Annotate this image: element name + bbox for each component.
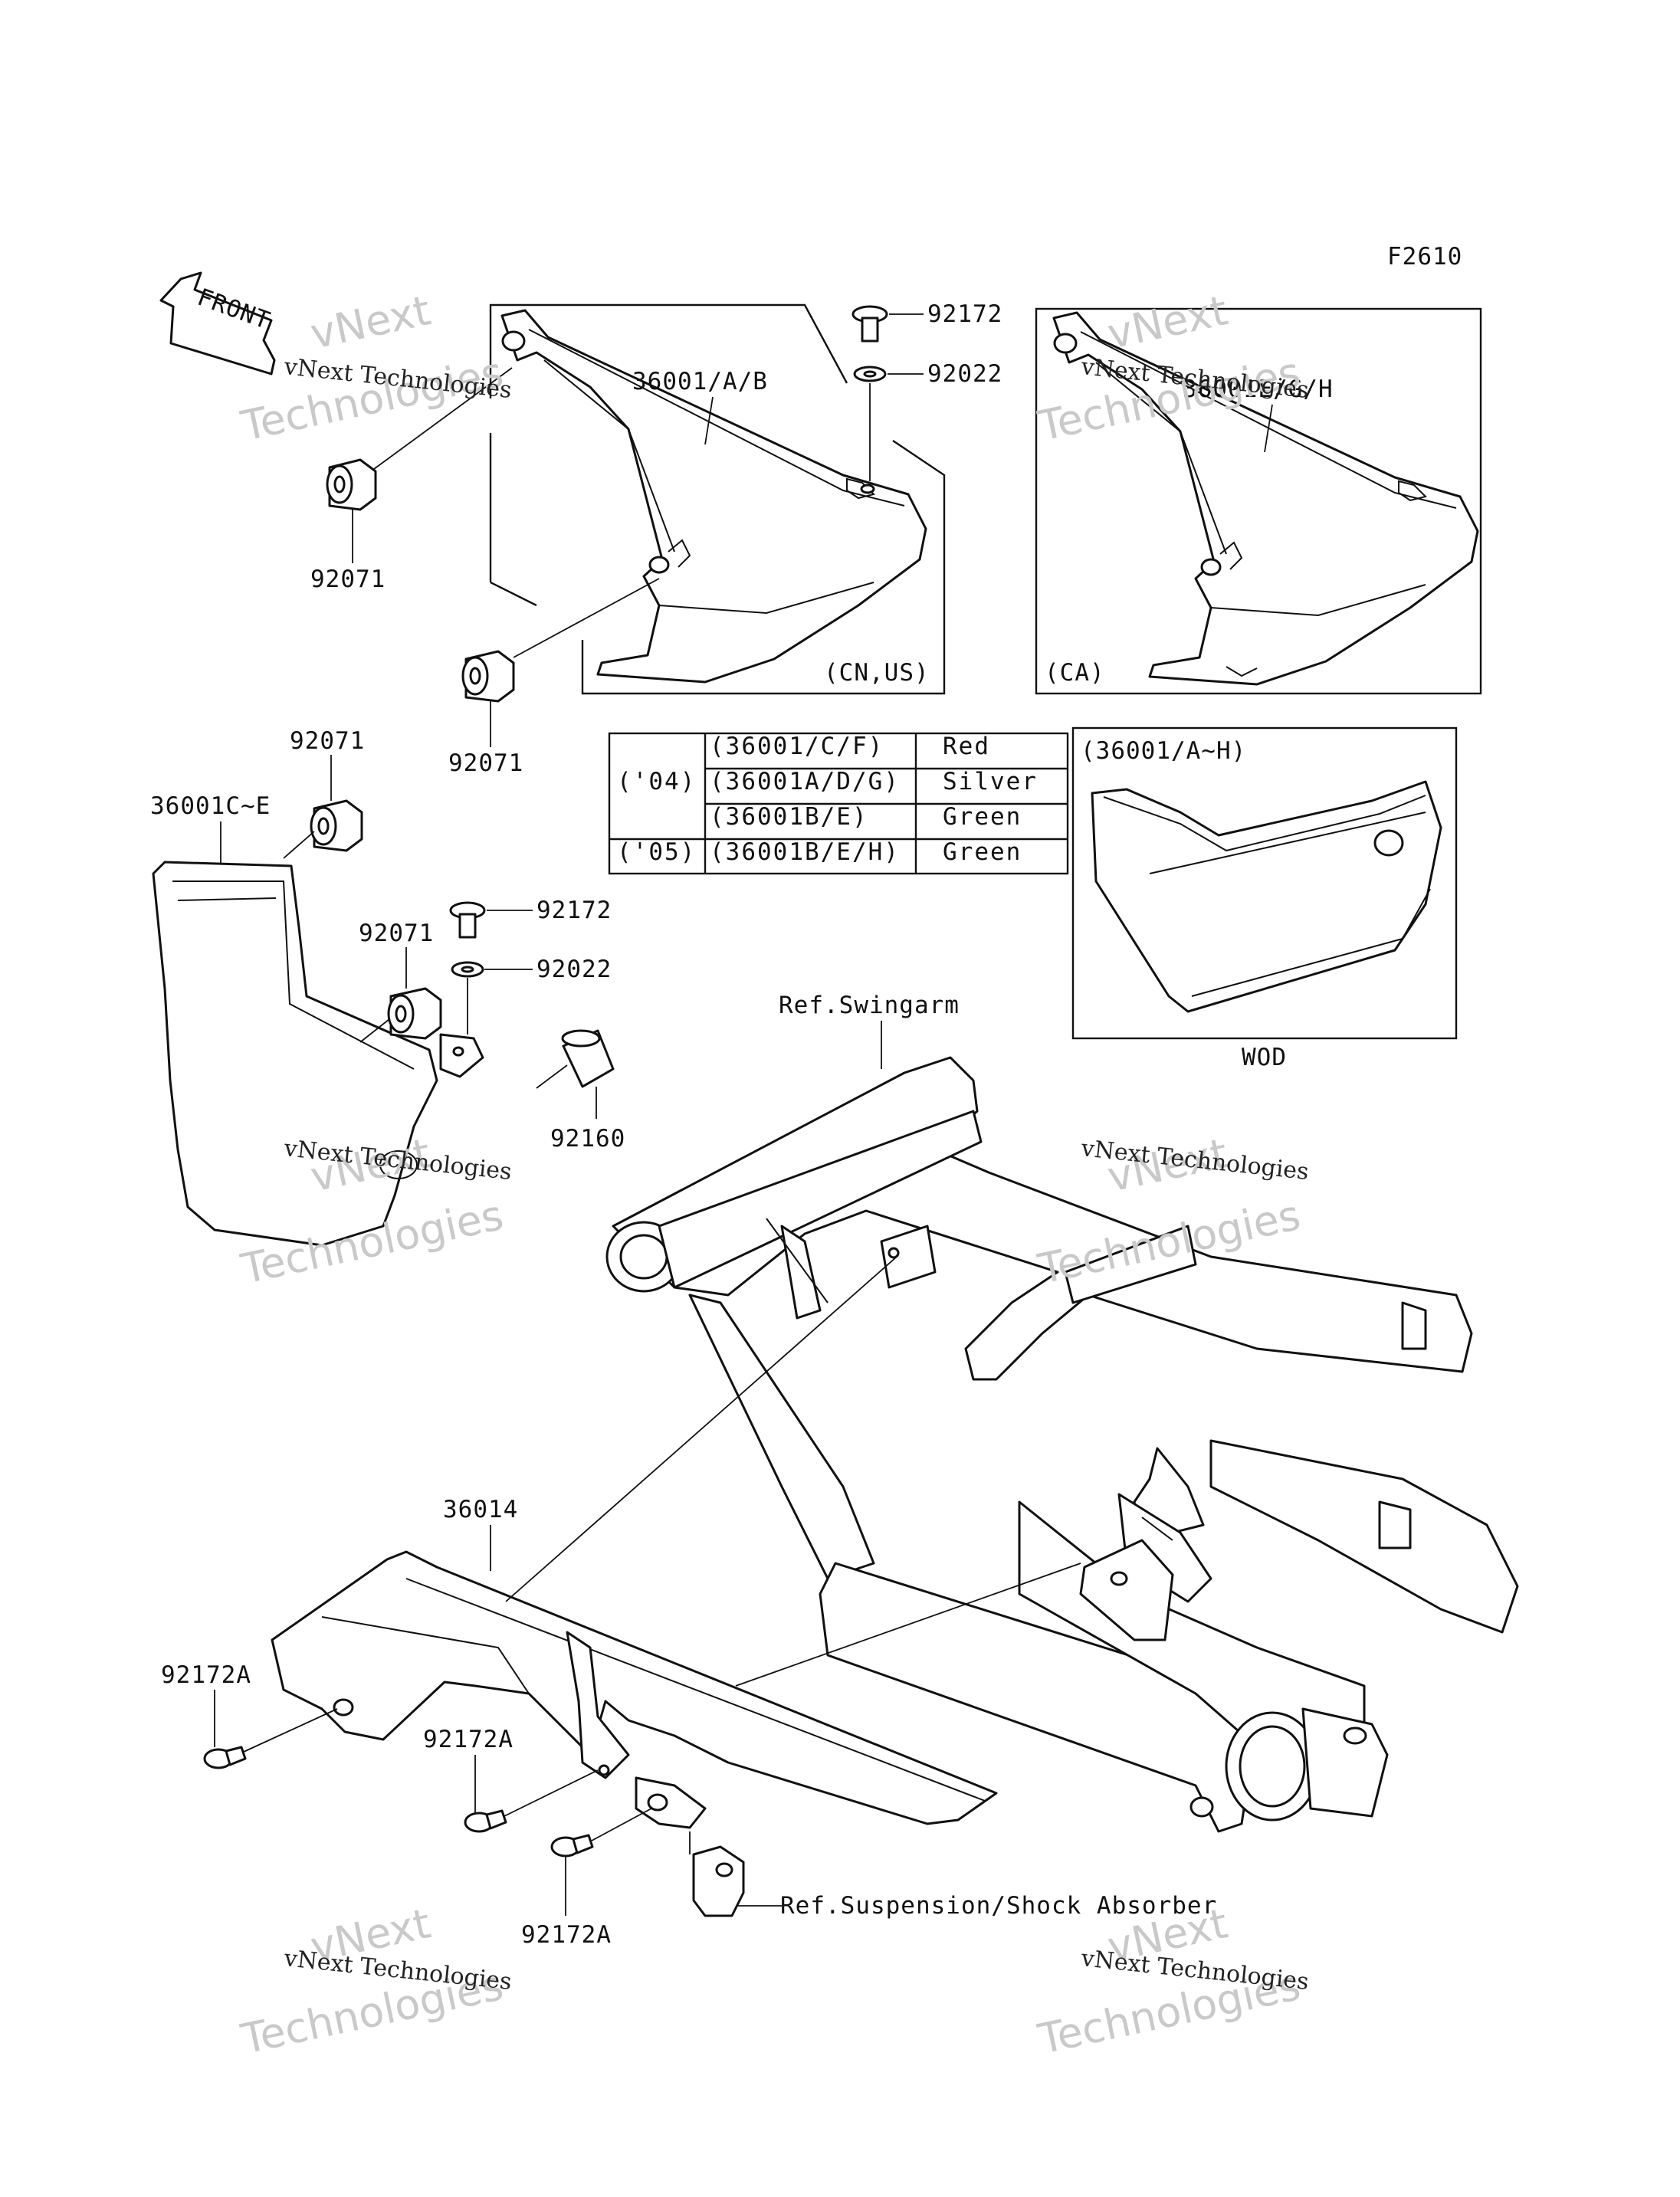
chain-guard [271,1550,998,1829]
watermark-6: vNext Technologies vNext Technologies [1034,1899,1311,2064]
screw-icon [449,901,486,939]
label-92071-mid: 92071 [448,749,523,777]
label-92071-left-lower: 92071 [359,920,434,947]
collar-icon [561,1029,615,1088]
box-ca: (CA) [1035,307,1482,695]
box-cn-us: (CN,US) [489,303,946,695]
washer-icon [853,366,887,382]
table-color-row2: Silver [943,768,1038,795]
wod-header: (36001/A~H) [1081,737,1246,765]
label-92160: 92160 [550,1125,625,1153]
label-92172a-3: 92172A [521,1921,612,1949]
table-part-row2: (36001A/D/G) [710,768,900,795]
table-part-row3: (36001B/E) [710,803,868,831]
box-wod: (36001/A~H) WOD [1071,726,1458,1071]
washer-icon [451,961,484,978]
box-tag-cn-us: (CN,US) [824,659,930,687]
label-92172a-2: 92172A [423,1726,514,1753]
side-cover-cn-us [500,309,927,684]
label-92071-upper: 92071 [310,566,386,593]
svg-text:vNext: vNext [1104,286,1232,358]
swingarm [605,1056,1519,1833]
grommet-icon [461,650,515,703]
box-tag-ca: (CA) [1045,659,1105,687]
bracket [692,1845,745,1917]
ref-swingarm: Ref.Swingarm [779,992,960,1019]
bolt-icon [203,1746,247,1769]
table-color-row1: Red [943,733,990,760]
front-arrow-icon: FRONT [159,271,276,375]
screw-icon [851,305,888,343]
label-92022-top: 92022 [927,360,1002,388]
label-36014: 36014 [443,1496,518,1523]
bolt-icon [550,1834,594,1858]
label-36001c-e: 36001C~E [150,792,271,820]
grommet-icon [310,799,363,852]
label-36001-a-b: 36001/A/B [632,368,768,395]
watermark-1: vNext Technologies vNext Technologies [237,286,514,451]
figure-code: F2610 [1387,243,1462,271]
table-part-row4: (36001B/E/H) [710,838,900,866]
table-color-row3: Green [943,803,1022,831]
label-36001-e-g-h: 36001E/G/H [1183,375,1334,403]
bolt-icon [464,1809,507,1833]
side-cover-left [152,861,484,1247]
table-year-04: ('04) [617,768,696,795]
label-92071-left-col: 92071 [290,727,365,755]
side-cover-ca [1052,311,1479,686]
color-table: ('04) (36001/C/F) Red (36001A/D/G) Silve… [608,732,1069,875]
wod-caption: WOD [1242,1044,1287,1071]
label-92022-mid: 92022 [536,956,612,983]
watermark-5: vNext Technologies vNext Technologies [237,1899,514,2064]
label-92172-mid: 92172 [536,897,612,924]
label-92172a-1: 92172A [161,1661,251,1689]
svg-text:vNext: vNext [307,286,435,358]
table-part-row1: (36001/C/F) [710,733,884,760]
label-92172-top: 92172 [927,300,1002,328]
grommet-icon [326,458,377,511]
grommet-icon [387,987,442,1040]
table-year-05: ('05) [617,838,696,866]
table-color-row4: Green [943,838,1022,866]
ref-suspension: Ref.Suspension/Shock Absorber [780,1892,1217,1920]
